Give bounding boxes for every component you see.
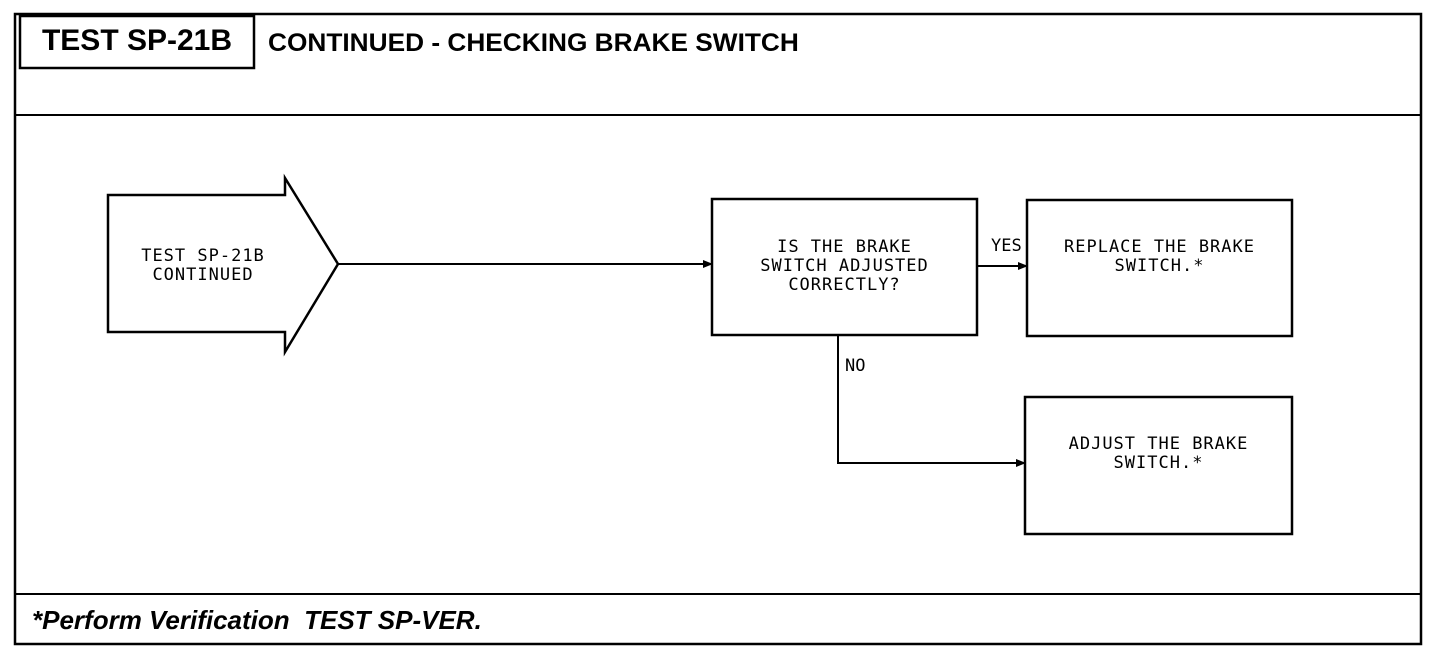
outer-border bbox=[13, 12, 1423, 646]
start-block-arrow bbox=[106, 173, 340, 357]
connector-no bbox=[837, 335, 1026, 467]
page-title: CONTINUED - CHECKING BRAKE SWITCH bbox=[268, 28, 799, 57]
yes-label: YES bbox=[991, 236, 1022, 256]
replace-switch-text: REPLACE THE BRAKE SWITCH.* bbox=[1064, 237, 1255, 276]
header-test-box bbox=[18, 14, 256, 70]
adjust-switch-text: ADJUST THE BRAKE SWITCH.* bbox=[1068, 434, 1249, 473]
no-label: NO bbox=[845, 356, 866, 376]
replace-switch-box bbox=[1025, 198, 1294, 338]
test-id: TEST SP-21B bbox=[41, 24, 233, 57]
adjust-switch-box bbox=[1023, 395, 1294, 536]
verification-note: *Perform Verification TEST SP-VER. bbox=[32, 604, 482, 635]
start-text: TEST SP-21B CONTINUED bbox=[141, 246, 265, 285]
decision-text: IS THE BRAKE SWITCH ADJUSTED CORRECTLY? bbox=[760, 237, 929, 295]
